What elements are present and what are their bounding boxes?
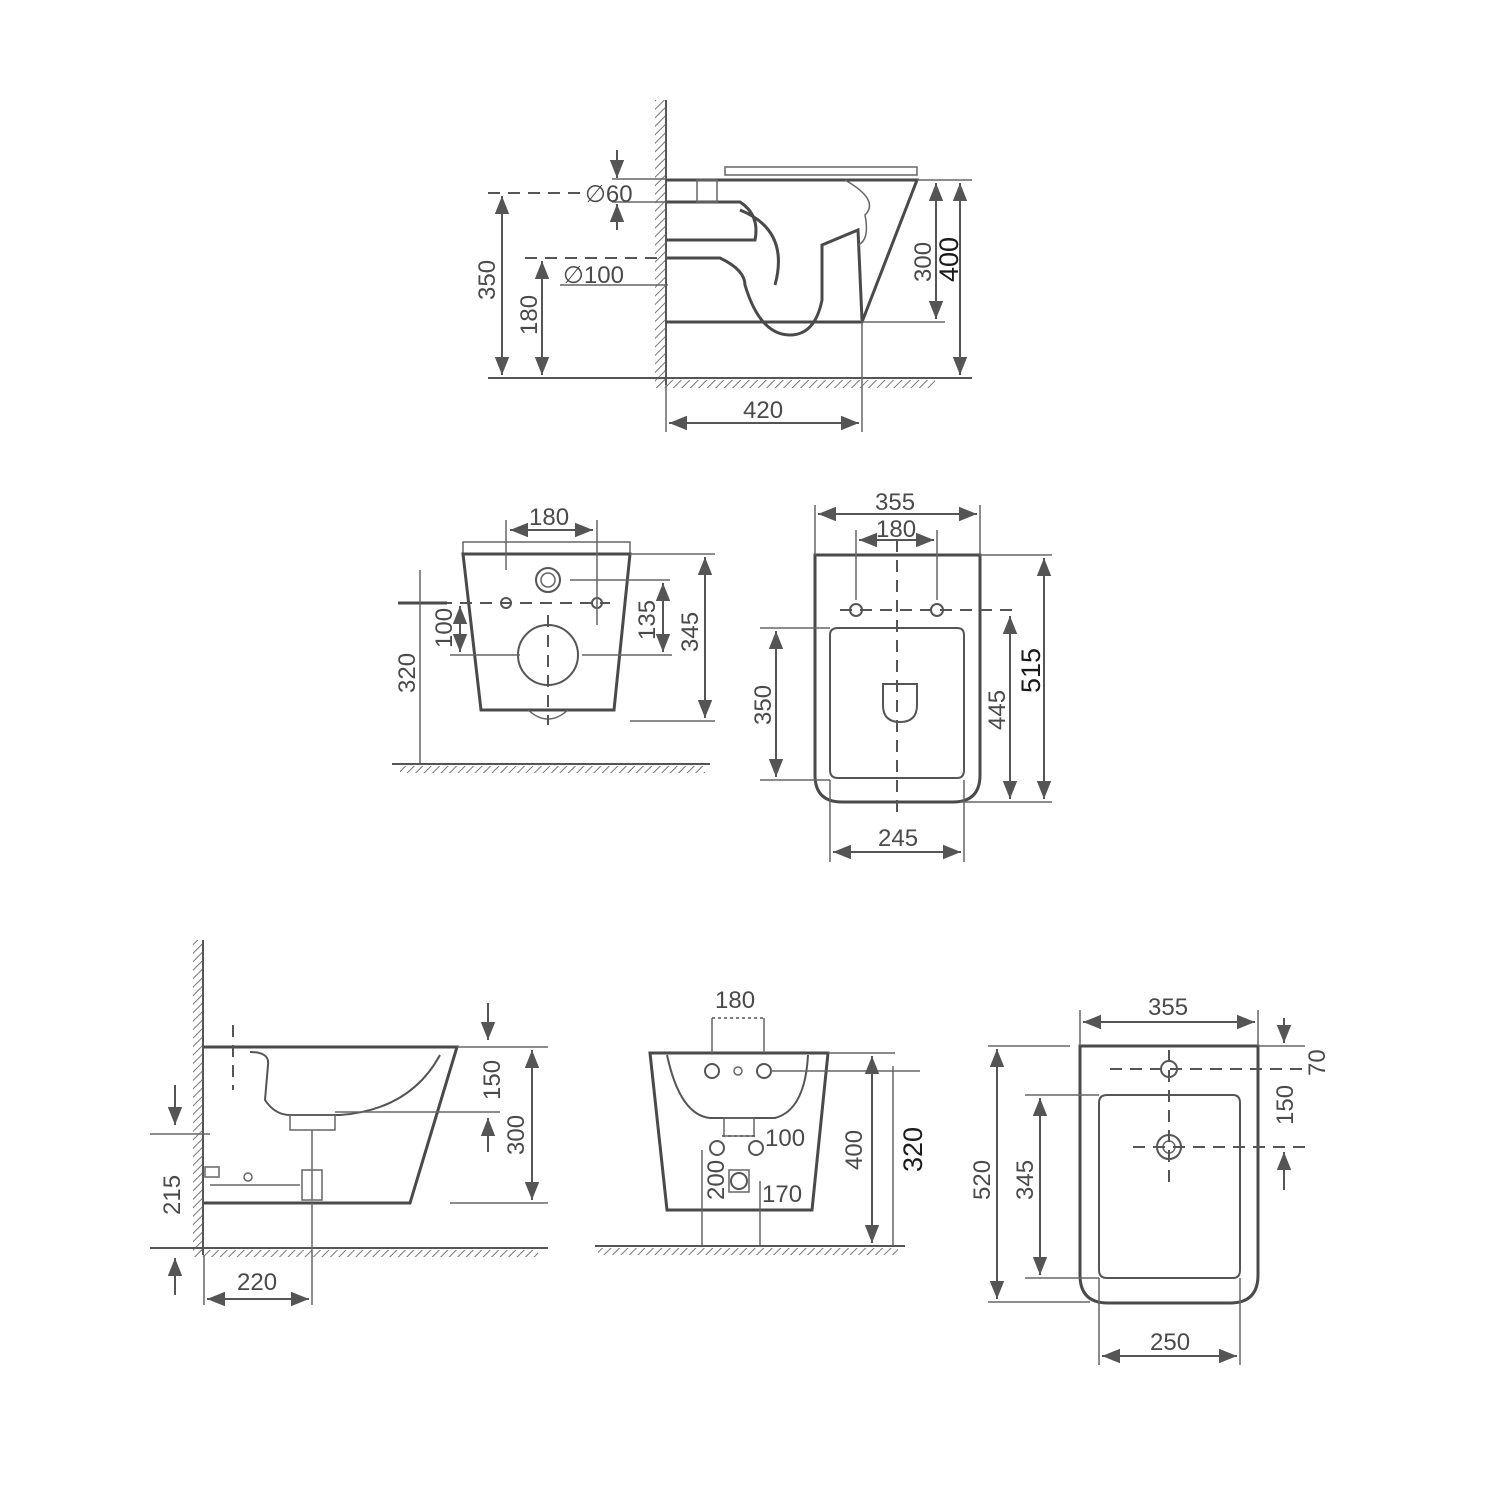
dim-220-bidet-side: 220 — [237, 1269, 277, 1296]
bidet-top-view: 355 70 150 520 345 250 — [969, 994, 1331, 1365]
dim-180-bidet-front: 180 — [715, 987, 755, 1014]
dim-245-top: 245 — [878, 825, 918, 852]
dim-180-top: 180 — [876, 516, 916, 543]
dim-180: 180 — [516, 295, 543, 335]
dim-215-bidet-side: 215 — [159, 1175, 186, 1215]
dim-345-back: 345 — [677, 612, 704, 652]
dim-420: 420 — [743, 397, 783, 424]
dim-345-bidet-top: 345 — [1012, 1160, 1039, 1200]
dim-355-top: 355 — [875, 489, 915, 516]
dim-135-back: 135 — [634, 600, 661, 640]
floor-hatch — [655, 380, 935, 388]
dim-300: 300 — [910, 242, 937, 282]
dim-445-top: 445 — [984, 690, 1011, 730]
dim-400: 400 — [934, 237, 964, 282]
dim-250-bidet-top: 250 — [1150, 1329, 1190, 1356]
pipe-100-label: ∅100 — [563, 262, 624, 289]
dim-200-bidet-front: 200 — [703, 1160, 730, 1200]
toilet-top-view: 355 180 350 445 515 245 — [750, 489, 1052, 862]
toilet-side-view: ∅60 ∅100 350 180 300 400 420 — [474, 100, 972, 432]
dim-515-top: 515 — [1016, 648, 1046, 693]
dim-170-bidet-front: 170 — [762, 1181, 802, 1208]
dim-350: 350 — [474, 260, 501, 300]
dim-350-top: 350 — [750, 685, 777, 725]
bidet-front-view: 180 100 200 170 400 320 — [595, 987, 928, 1255]
pipe-60-label: ∅60 — [585, 181, 633, 208]
dim-300-bidet-side: 300 — [503, 1115, 530, 1155]
toilet-back-view: 180 100 135 345 320 — [392, 504, 715, 773]
dim-320-bidet-front: 320 — [898, 1127, 928, 1172]
dim-400-bidet-front: 400 — [841, 1130, 868, 1170]
dim-100-bidet-front: 100 — [765, 1125, 805, 1152]
bidet-side-view: 150 300 215 220 — [150, 940, 548, 1307]
dim-520-bidet-top: 520 — [969, 1160, 996, 1200]
dim-100-back: 100 — [431, 608, 458, 648]
dim-150-bidet-side: 150 — [479, 1060, 506, 1100]
dim-150-bidet-top: 150 — [1272, 1085, 1299, 1125]
dim-355-bidet-top: 355 — [1148, 994, 1188, 1021]
wall-hatch — [655, 100, 665, 385]
dim-180-back: 180 — [529, 504, 569, 531]
dim-320-back: 320 — [394, 653, 421, 693]
dim-70-bidet-top: 70 — [1304, 1049, 1331, 1076]
